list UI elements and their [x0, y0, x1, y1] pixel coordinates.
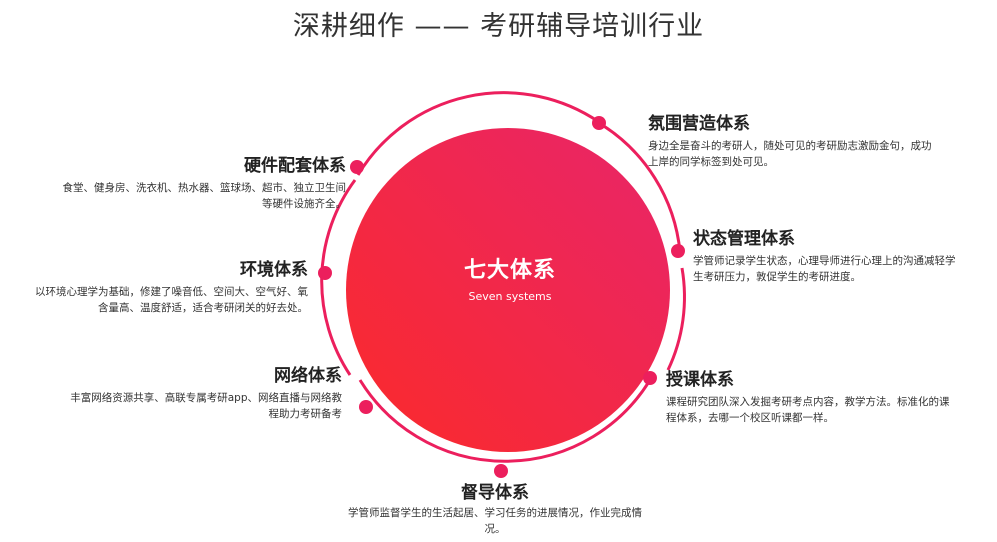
system-title: 硬件配套体系 — [244, 156, 346, 176]
ring-arc-bottom — [358, 379, 652, 463]
system-state: 状态管理体系 学管师记录学生状态，心理导师进行心理上的沟通减轻学生考研压力，敦促… — [693, 229, 963, 285]
system-network: 网络体系 丰富网络资源共享、高联专属考研app、网络直播与网络教程助力考研备考 — [60, 366, 342, 422]
center-label: 七大体系 Seven systems — [390, 252, 630, 303]
system-desc: 食堂、健身房、洗衣机、热水器、篮球场、超市、独立卫生间等硬件设施齐全。 — [62, 182, 347, 210]
dot-atmosphere — [592, 116, 606, 130]
system-title: 环境体系 — [240, 260, 308, 280]
system-desc: 学管师监督学生的生活起居、学习任务的进展情况，作业完成情况。 — [348, 507, 642, 535]
system-atmosphere: 氛围营造体系 身边全是奋斗的考研人，随处可见的考研励志激励金句，成功上岸的同学标… — [648, 114, 938, 170]
dot-environment — [318, 266, 332, 280]
center-subtitle: Seven systems — [468, 290, 552, 303]
system-title: 状态管理体系 — [693, 229, 795, 249]
center-circle — [346, 128, 670, 452]
system-teaching: 授课体系 课程研究团队深入发掘考研考点内容，教学方法。标准化的课程体系，去哪一个… — [666, 370, 958, 426]
system-desc: 以环境心理学为基础，修建了噪音低、空间大、空气好、氧含量高、温度舒适，适合考研闭… — [35, 286, 308, 314]
system-title: 网络体系 — [274, 366, 342, 386]
dot-state — [671, 244, 685, 258]
system-supervision: 督导体系 学管师监督学生的生活起居、学习任务的进展情况，作业完成情况。 — [345, 483, 645, 537]
page-title: 深耕细作 —— 考研辅导培训行业 — [292, 11, 705, 42]
system-desc: 学管师记录学生状态，心理导师进行心理上的沟通减轻学生考研压力，敦促学生的考研进度… — [693, 255, 956, 283]
system-environment: 环境体系 以环境心理学为基础，修建了噪音低、空间大、空气好、氧含量高、温度舒适，… — [26, 260, 308, 316]
system-desc: 身边全是奋斗的考研人，随处可见的考研励志激励金句，成功上岸的同学标签到处可见。 — [648, 140, 932, 168]
system-desc: 课程研究团队深入发掘考研考点内容，教学方法。标准化的课程体系，去哪一个校区听课都… — [666, 396, 950, 424]
system-title: 授课体系 — [666, 370, 734, 390]
system-title: 督导体系 — [461, 483, 529, 503]
dot-hardware — [350, 160, 364, 174]
system-title: 氛围营造体系 — [648, 114, 750, 134]
ring-arc-top-left — [356, 91, 600, 176]
system-hardware: 硬件配套体系 食堂、健身房、洗衣机、热水器、篮球场、超市、独立卫生间等硬件设施齐… — [60, 156, 347, 212]
ring-arc-top-right — [598, 121, 682, 253]
dot-teaching — [643, 371, 657, 385]
dot-network — [359, 400, 373, 414]
system-desc: 丰富网络资源共享、高联专属考研app、网络直播与网络教程助力考研备考 — [70, 392, 342, 420]
dot-supervision — [494, 464, 508, 478]
ring-arc-right — [666, 267, 686, 371]
center-title: 七大体系 — [463, 258, 556, 283]
